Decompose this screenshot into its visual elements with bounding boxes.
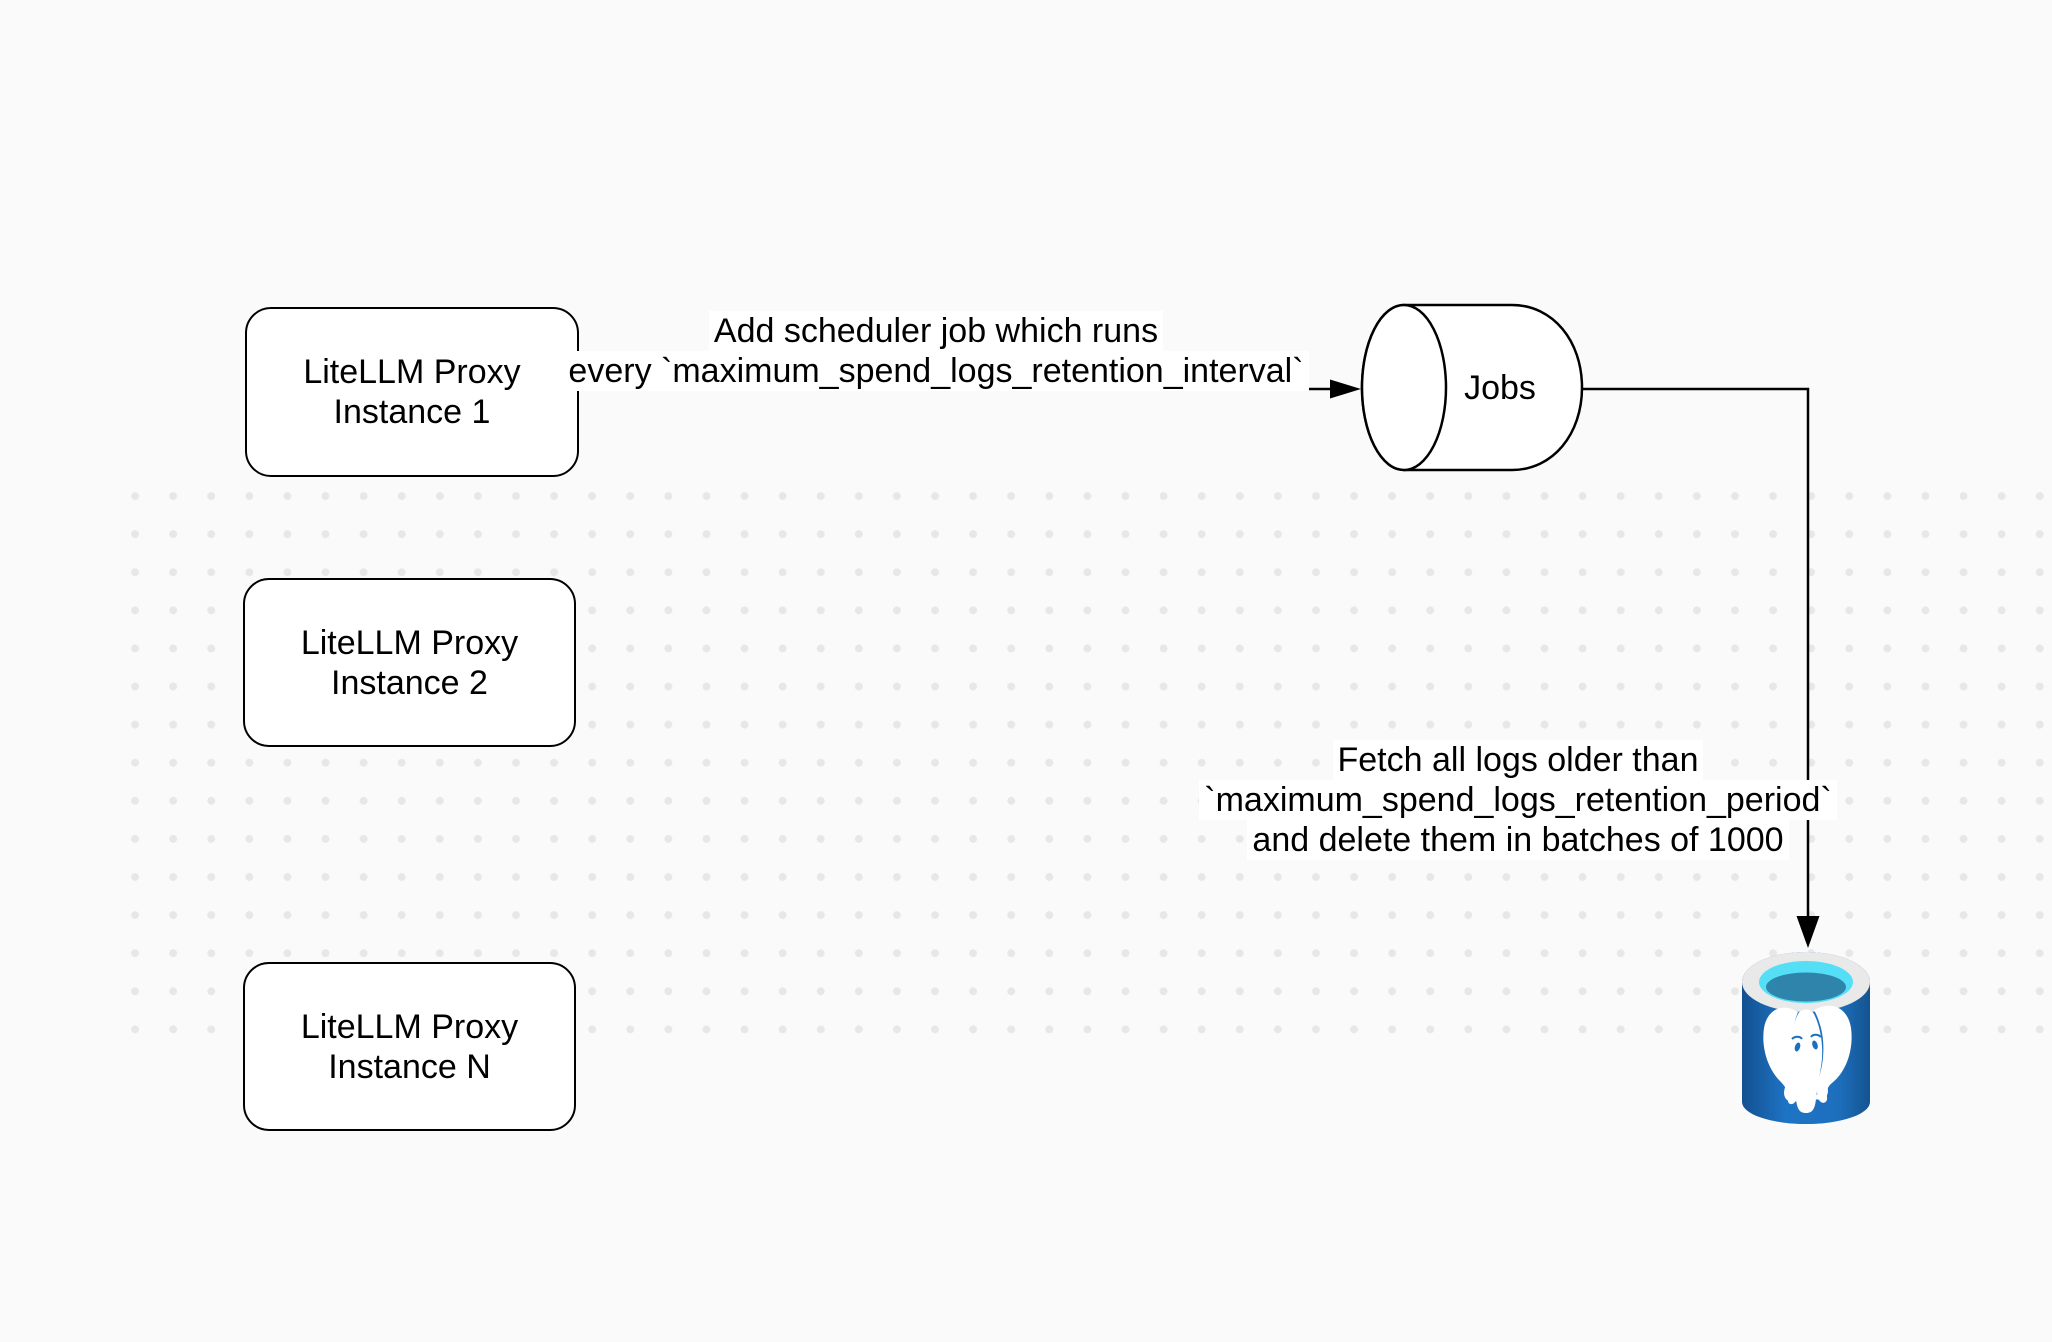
edge-label-line: and delete them in batches of 1000 [1247, 820, 1789, 860]
node-jobs-label: Jobs [1464, 369, 1536, 407]
node-label-line: Instance N [328, 1047, 491, 1086]
edge-label-line: `maximum_spend_logs_retention_period` [1199, 780, 1837, 820]
edge-label-scheduler: Add scheduler job which runs every `maxi… [486, 311, 1386, 391]
dot-grid-background [116, 477, 2052, 1050]
postgres-elephant-icon [1763, 1005, 1852, 1113]
edge-label-line: every `maximum_spend_logs_retention_inte… [563, 351, 1309, 391]
node-label-line: Instance 2 [331, 663, 488, 702]
node-label-line: LiteLLM Proxy [300, 1007, 519, 1046]
jobs-queue-shape [1360, 303, 1584, 472]
node-litellm-proxy-instance-2: LiteLLM Proxy Instance 2 [243, 578, 576, 747]
arrowhead-right-icon [1330, 379, 1361, 399]
node-litellm-proxy-instance-n: LiteLLM Proxy Instance N [243, 962, 576, 1131]
node-label-line: Instance 1 [333, 393, 491, 431]
node-litellm-proxy-instance-1: LiteLLM Proxy Instance 1 [245, 307, 579, 477]
edge-label-fetch-delete: Fetch all logs older than `maximum_spend… [1188, 740, 1848, 860]
arrowhead-down-icon [1796, 916, 1820, 948]
node-label-line: LiteLLM Proxy [300, 623, 519, 662]
edge-label-line: Fetch all logs older than [1332, 740, 1704, 780]
edge-fetch-arrow [1582, 387, 1820, 948]
edge-label-line: Add scheduler job which runs [708, 311, 1164, 351]
node-label-line: LiteLLM Proxy [303, 353, 521, 391]
postgresql-database-icon [1742, 952, 1870, 1124]
